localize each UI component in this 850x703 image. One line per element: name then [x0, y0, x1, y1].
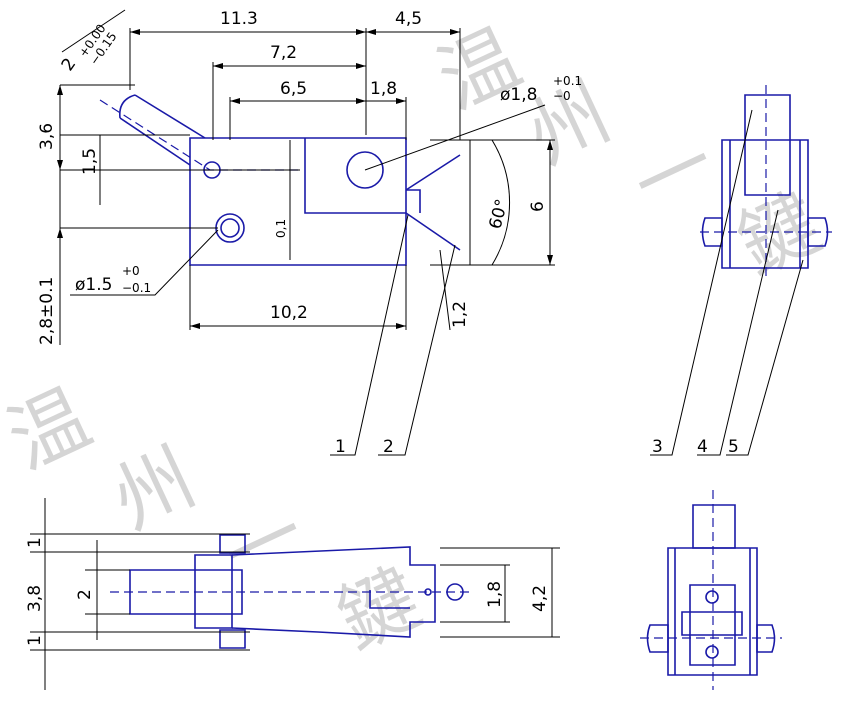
main-view: 11.3 4,5 7,2 6,5 1,8 ø1,8 +0.1 −0 2 +0.0…	[37, 9, 582, 457]
side-view-top-block	[744, 94, 791, 196]
dim-line-1-2	[439, 249, 451, 331]
callout-2: 2	[383, 437, 394, 457]
callout-1: 1	[335, 437, 346, 457]
dim-bl-2: 2	[75, 589, 95, 600]
watermark-char: 温	[425, 13, 534, 128]
dim-br-1-8: 1,8	[485, 581, 505, 608]
dim-hole-1-5: ø1.5	[75, 275, 112, 295]
end-view-hole-upper	[705, 590, 719, 604]
dim-11-3: 11.3	[220, 9, 258, 29]
end-view-pin-left	[646, 624, 669, 653]
dim-hole-1-8: ø1,8	[500, 85, 537, 105]
side-view-pin-left	[701, 217, 723, 247]
side-view: 3 4 5	[650, 85, 832, 457]
hole-1-5	[215, 213, 245, 243]
dim-hole-1-8-tol-minus: −0	[553, 89, 571, 103]
watermark-char: 温	[0, 373, 104, 488]
dim-line-6-5	[229, 97, 407, 140]
dim-6: 6	[528, 201, 548, 212]
watermark-char: 鍵	[325, 553, 434, 668]
dim-hole-1-5-tol-minus: −0.1	[122, 281, 151, 295]
dim-6-5: 6,5	[280, 79, 307, 99]
dim-3-6: 3,6	[37, 123, 57, 150]
leader-hole-1-8	[364, 104, 546, 171]
dim-br-4-2: 4,2	[530, 585, 550, 612]
side-view-pin-right	[807, 217, 829, 247]
dim-7-2: 7,2	[270, 43, 297, 63]
bottom-view-step	[369, 590, 410, 609]
arrows-left	[57, 85, 63, 238]
hole-1-5-inner	[220, 218, 240, 238]
leader-hole-1-5	[70, 229, 219, 296]
dim-1-2: 1,2	[450, 301, 470, 328]
leader-callout-1	[330, 214, 409, 456]
bottom-view-pins	[219, 534, 246, 649]
watermark-char: 州	[100, 433, 209, 548]
dim-bl-1-top: 1	[25, 537, 45, 548]
end-view-hole-lower	[705, 645, 719, 659]
angle-arc-60	[491, 139, 510, 266]
callout-5: 5	[728, 437, 739, 457]
callout-3: 3	[652, 437, 663, 457]
watermark-top: 温 州 一 鍵	[425, 13, 834, 293]
dim-line-10-2	[189, 265, 407, 330]
watermark-char: 一	[620, 118, 729, 233]
dim-hole-1-8-tol-plus: +0.1	[553, 74, 582, 88]
notch-step	[406, 189, 421, 213]
dim-line-7-2	[212, 62, 366, 140]
callout-4: 4	[697, 437, 708, 457]
dim-hole-1-5-tol-plus: +0	[122, 264, 140, 278]
bottom-view-dim-2	[85, 540, 130, 640]
dim-line-slant-2	[61, 9, 126, 53]
dim-slant-2: 2	[58, 55, 81, 75]
end-view-pin-right	[756, 624, 776, 653]
bottom-view-slider	[129, 569, 243, 615]
main-plate-outline	[189, 137, 407, 266]
dim-bl-1-bottom: 1	[25, 635, 45, 646]
bottom-view-body	[231, 546, 436, 638]
dim-lines-left	[59, 84, 300, 345]
dim-4-5: 4,5	[395, 9, 422, 29]
dim-0-1: 0,1	[274, 219, 288, 238]
dim-lines-top	[129, 28, 461, 140]
dim-60-deg: 60°	[486, 197, 513, 231]
leader-callout-2	[378, 244, 456, 456]
watermark-char: 一	[210, 488, 319, 603]
dim-2-8: 2,8±0.1	[37, 277, 57, 345]
dim-10-2: 10,2	[270, 303, 308, 323]
leader-callout-5	[726, 259, 804, 456]
slanted-arm	[119, 94, 206, 166]
slanted-arm-end	[118, 94, 136, 119]
recess-outline	[304, 138, 406, 214]
bottom-view-dim-left	[30, 498, 250, 690]
end-view-top-block	[692, 504, 736, 549]
bottom-view: 1 3,8 2 1 1,8 4,2	[25, 498, 560, 690]
end-view-inner-lines	[674, 548, 751, 675]
end-view	[640, 490, 782, 690]
hole-1-8	[346, 151, 384, 189]
leader-callout-4	[697, 209, 779, 456]
dim-1-8-top: 1,8	[370, 79, 397, 99]
end-view-crossbar	[681, 611, 743, 636]
dim-bl-3-8: 3,8	[25, 585, 45, 612]
bottom-view-dim-right	[440, 547, 560, 638]
v-notch-lines	[405, 154, 461, 251]
arm-centre-line	[99, 99, 211, 171]
watermark-bottom: 温 州 一 鍵	[0, 373, 434, 668]
dim-1-5: 1,5	[80, 148, 100, 175]
leader-callout-3	[650, 109, 753, 456]
